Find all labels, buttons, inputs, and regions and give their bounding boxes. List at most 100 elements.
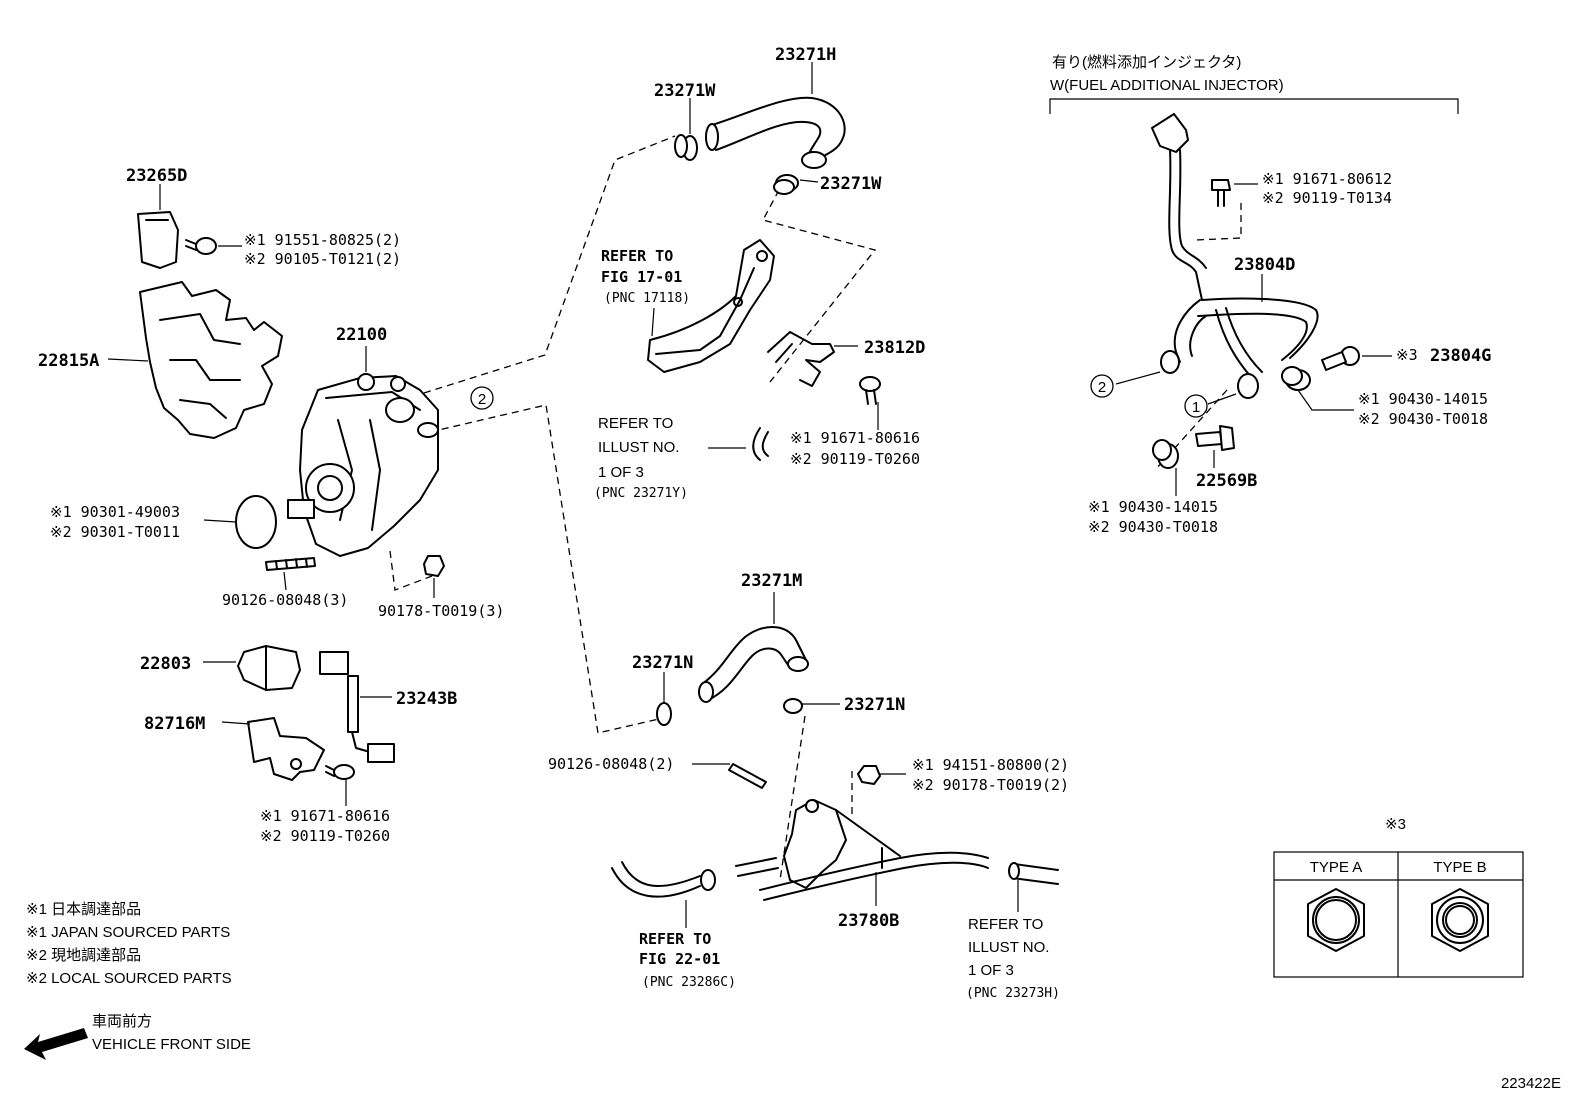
bracket-23265D[interactable] <box>137 211 179 269</box>
nut-lower[interactable] <box>857 765 881 785</box>
svg-text:REFER TO: REFER TO <box>639 930 711 948</box>
marker-2-left: 2 <box>470 386 494 410</box>
bolt-23265D[interactable] <box>185 237 217 255</box>
svg-text:車両前方: 車両前方 <box>92 1013 152 1030</box>
hose-illust-b[interactable] <box>1008 862 1059 885</box>
svg-text:FIG 22-01: FIG 22-01 <box>639 950 720 968</box>
clamp-23271N-left[interactable] <box>656 702 672 726</box>
label-bolt-23804D-1: ※1 91671-80612 <box>1262 170 1392 188</box>
diagram-code: 223422E <box>1501 1075 1561 1092</box>
pipe-23812D[interactable] <box>767 331 835 387</box>
svg-text:ILLUST NO.: ILLUST NO. <box>968 939 1049 956</box>
svg-text:※2 現地調達部品: ※2 現地調達部品 <box>26 947 141 964</box>
svg-text:(PNC 23286C): (PNC 23286C) <box>642 975 736 990</box>
label-22100: 22100 <box>336 325 387 345</box>
hose-23271M[interactable] <box>698 626 809 703</box>
svg-text:1 OF 3: 1 OF 3 <box>968 962 1014 979</box>
label-22803: 22803 <box>140 654 191 674</box>
cap-22803[interactable] <box>237 645 301 691</box>
clamp-right[interactable] <box>1281 366 1311 391</box>
label-nut-pump: 90178-T0019(3) <box>378 602 504 620</box>
label-23271N-left: 23271N <box>632 653 693 673</box>
type-a-label: TYPE A <box>1310 859 1363 876</box>
svg-text:FIG 17-01: FIG 17-01 <box>601 268 682 286</box>
part-labels: 23271H 23271W 23271W 23265D ※1 91551-808… <box>38 45 1491 931</box>
label-23243B: 23243B <box>396 689 457 709</box>
cover-22815A[interactable] <box>139 281 283 439</box>
label-stud-lower: 90126-08048(2) <box>548 755 674 773</box>
bolt-22569B[interactable] <box>1195 425 1235 451</box>
marker-1-right: 1 <box>1184 394 1208 418</box>
label-oring-1: ※1 90301-49003 <box>50 503 180 521</box>
label-22815A: 22815A <box>38 351 99 371</box>
bolt-23812D[interactable] <box>859 376 881 405</box>
svg-text:1 OF 3: 1 OF 3 <box>598 464 644 481</box>
stud-pump[interactable] <box>265 557 316 571</box>
label-clamp-right-1: ※1 90430-14015 <box>1358 390 1488 408</box>
svg-text:(PNC 23273H): (PNC 23273H) <box>966 986 1060 1001</box>
sensor-23243B[interactable] <box>319 651 395 763</box>
svg-text:REFER TO: REFER TO <box>601 247 673 265</box>
label-bolt-23265D-2: ※2 90105-T0121(2) <box>244 250 401 268</box>
label-23271M: 23271M <box>741 571 802 591</box>
injector-box-bracket <box>1049 98 1459 114</box>
svg-text:(PNC 23271Y): (PNC 23271Y) <box>594 486 688 501</box>
svg-text:VEHICLE FRONT SIDE: VEHICLE FRONT SIDE <box>92 1036 251 1053</box>
label-23271W-clamp: 23271W <box>820 174 882 194</box>
svg-text:2: 2 <box>1098 379 1106 396</box>
nut-pump[interactable] <box>423 555 445 577</box>
label-oring-2: ※2 90301-T0011 <box>50 523 180 541</box>
refer-fig22: REFER TO FIG 22-01 (PNC 23286C) <box>639 930 736 990</box>
label-bolt-23812D-2: ※2 90119-T0260 <box>790 450 920 468</box>
type-b-nut-icon <box>1431 888 1489 952</box>
label-nut-lower-2: ※2 90178-T0019(2) <box>912 776 1069 794</box>
injector-23804D[interactable] <box>1151 113 1319 399</box>
hose-23271H[interactable] <box>705 96 846 169</box>
injector-box-title: 有り(燃料添加インジェクタ) W(FUEL ADDITIONAL INJECTO… <box>1050 53 1284 94</box>
hose-fig22[interactable] <box>611 861 716 898</box>
pipe-end-illust[interactable] <box>752 427 769 461</box>
svg-text:1: 1 <box>1192 399 1200 416</box>
o-ring[interactable] <box>235 495 277 549</box>
bracket-pipe-23780B[interactable] <box>735 799 989 901</box>
label-bolt-23265D-1: ※1 91551-80825(2) <box>244 231 401 249</box>
bracket-82716M[interactable] <box>247 717 325 781</box>
label-23271W-top: 23271W <box>654 81 716 101</box>
bolt-23804G[interactable] <box>1321 346 1360 371</box>
vehicle-front-arrow <box>24 1028 88 1060</box>
svg-text:ILLUST NO.: ILLUST NO. <box>598 439 679 456</box>
svg-text:(PNC 17118): (PNC 17118) <box>604 291 690 306</box>
svg-text:有り(燃料添加インジェクタ): 有り(燃料添加インジェクタ) <box>1052 53 1241 71</box>
svg-text:REFER TO: REFER TO <box>968 916 1043 933</box>
bolt-82716M[interactable] <box>325 764 355 780</box>
label-23271H: 23271H <box>775 45 836 65</box>
svg-text:REFER TO: REFER TO <box>598 415 673 432</box>
type-table-text: ※3 TYPE A TYPE B <box>1310 816 1487 876</box>
pump-22100[interactable] <box>287 373 439 557</box>
direction-label: 車両前方 VEHICLE FRONT SIDE <box>92 1013 251 1053</box>
bolt-23804D[interactable] <box>1211 179 1231 207</box>
bracket-fig17[interactable] <box>647 239 775 373</box>
clamp-23271W-lower[interactable] <box>773 174 799 195</box>
label-bolt-82716M-2: ※2 90119-T0260 <box>260 827 390 845</box>
label-bolt-23804D-2: ※2 90119-T0134 <box>1262 189 1392 207</box>
type-table <box>1273 851 1524 978</box>
type-a-nut-icon <box>1307 888 1365 952</box>
label-23265D: 23265D <box>126 166 187 186</box>
svg-text:※1 日本調達部品: ※1 日本調達部品 <box>26 901 141 918</box>
label-22569B: 22569B <box>1196 471 1257 491</box>
label-clamp-left-2: ※2 90430-T0018 <box>1088 518 1218 536</box>
label-nut-lower-1: ※1 94151-80800(2) <box>912 756 1069 774</box>
svg-text:2: 2 <box>478 391 486 408</box>
clamp-left[interactable] <box>1152 439 1179 469</box>
clamp-23271N-right[interactable] <box>783 698 803 714</box>
stud-lower[interactable] <box>728 763 767 789</box>
label-clamp-right-2: ※2 90430-T0018 <box>1358 410 1488 428</box>
label-clamp-left-1: ※1 90430-14015 <box>1088 498 1218 516</box>
svg-text:※1 JAPAN SOURCED PARTS: ※1 JAPAN SOURCED PARTS <box>26 924 230 941</box>
clamp-23271W-top[interactable] <box>674 134 698 161</box>
legend: ※1 日本調達部品 ※1 JAPAN SOURCED PARTS ※2 現地調達… <box>26 901 232 987</box>
label-23271N-right: 23271N <box>844 695 905 715</box>
svg-text:※2 LOCAL SOURCED PARTS: ※2 LOCAL SOURCED PARTS <box>26 970 232 987</box>
label-23804G-mark: ※3 <box>1396 346 1418 364</box>
